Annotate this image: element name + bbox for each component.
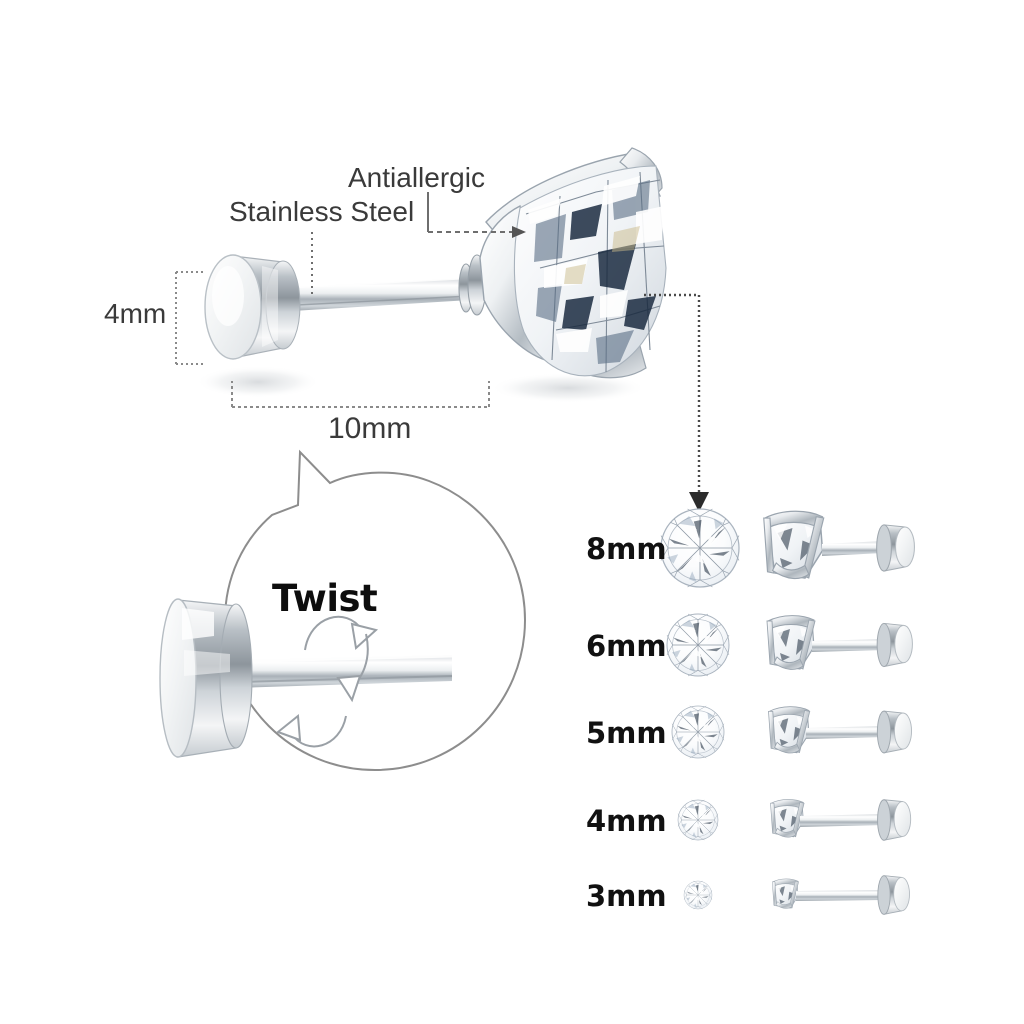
size-label-3mm: 3mm <box>586 879 667 913</box>
size-label-6mm: 6mm <box>586 629 667 663</box>
post-bar <box>275 276 471 312</box>
rotation-arrow-top <box>304 615 363 651</box>
pointer-arrowhead <box>689 492 709 512</box>
size-label-5mm: 5mm <box>586 716 667 750</box>
twist-inset <box>159 449 527 772</box>
rotation-arrows <box>275 615 379 748</box>
gem-front-6mm <box>666 613 730 677</box>
disc-reflection <box>196 366 320 398</box>
earring-side-6mm <box>766 615 913 671</box>
callout-label-antiallergic: Antiallergic <box>348 162 485 193</box>
size-row-5mm <box>671 705 913 759</box>
gem-reflection <box>490 373 646 403</box>
dimension-10mm <box>231 381 490 408</box>
rotation-arrow-top-tip <box>336 674 362 703</box>
twist-inset-label: Twist <box>272 577 378 620</box>
gem-front-4mm <box>677 799 719 841</box>
hero-earring-illustration <box>196 147 667 403</box>
earring-side-5mm <box>767 706 913 754</box>
antiallergic-arrowhead <box>512 226 526 238</box>
size-row-6mm <box>666 613 913 677</box>
twist-post-assembly <box>159 598 453 758</box>
rotation-arrow-bottom-head <box>275 714 302 742</box>
gem-front-5mm <box>671 705 725 759</box>
dimension-label-10mm: 10mm <box>328 412 412 445</box>
size-label-8mm: 8mm <box>586 532 667 566</box>
size-label-4mm: 4mm <box>586 804 667 838</box>
flat-back-disc <box>204 254 301 360</box>
size-chart-pointer <box>644 293 709 512</box>
callout-label-stainless-steel: Stainless Steel <box>229 196 415 227</box>
earring-side-4mm <box>770 799 912 841</box>
size-row-4mm <box>677 799 912 841</box>
gem-front-3mm <box>683 880 713 910</box>
earring-side-8mm <box>763 510 915 580</box>
earring-side-3mm <box>771 875 910 915</box>
size-row-3mm <box>683 875 910 915</box>
size-row-8mm <box>660 508 915 588</box>
dimension-4mm <box>175 271 204 365</box>
hero-gem <box>513 165 667 377</box>
dimension-label-4mm: 4mm <box>104 298 167 329</box>
size-chart-rows <box>660 508 915 915</box>
callout-leader-lines <box>311 192 526 296</box>
gem-front-8mm <box>660 508 740 588</box>
